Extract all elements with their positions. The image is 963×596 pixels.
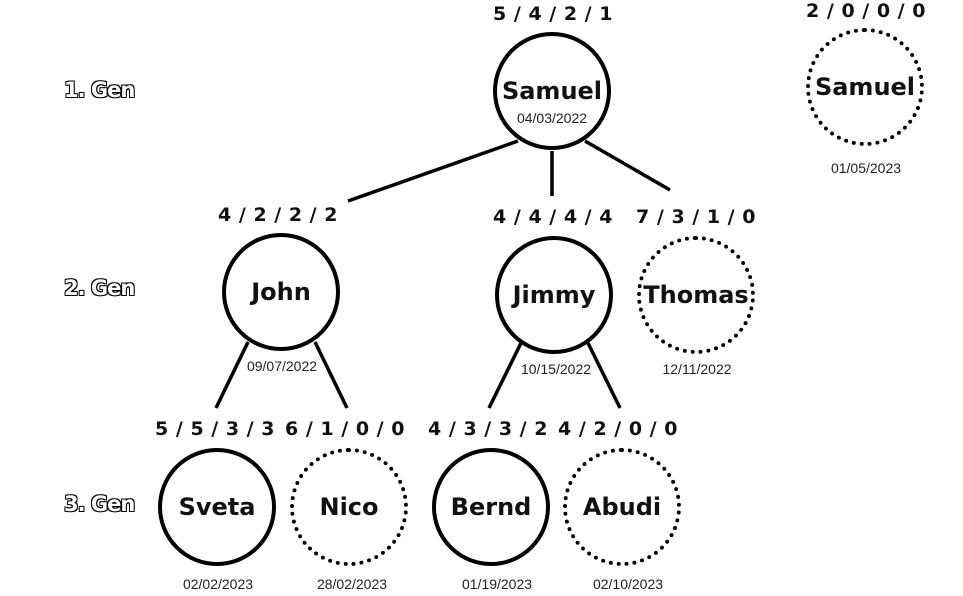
generation-label-2: 2. Gen (63, 275, 136, 300)
node-date-nico: 28/02/2023 (316, 576, 388, 592)
person-node-thomas[interactable]: Thomas (637, 236, 755, 354)
generation-label-3: 3. Gen (63, 491, 136, 516)
node-stats-bernd: 4 / 3 / 3 / 2 (428, 418, 548, 440)
person-node-jimmy[interactable]: Jimmy (495, 236, 613, 354)
edge-samuel-john (347, 139, 519, 203)
node-stats-john: 4 / 2 / 2 / 2 (218, 204, 338, 226)
node-date-sveta: 02/02/2023 (182, 576, 254, 592)
node-date-jimmy: 10/15/2022 (520, 361, 592, 377)
node-stats-samuel-alt: 2 / 0 / 0 / 0 (806, 0, 926, 22)
node-date-thomas: 12/11/2022 (662, 361, 732, 377)
edge-john-nico (313, 341, 349, 409)
generation-label-1: 1. Gen (63, 77, 136, 102)
edge-samuel-thomas (584, 139, 671, 192)
edge-john-sveta (214, 341, 250, 409)
person-node-bernd[interactable]: Bernd (432, 448, 550, 566)
node-date-abudi: 02/10/2023 (592, 576, 664, 592)
node-stats-thomas: 7 / 3 / 1 / 0 (636, 206, 756, 228)
node-stats-nico: 6 / 1 / 0 / 0 (285, 418, 405, 440)
node-stats-abudi: 4 / 2 / 0 / 0 (558, 418, 678, 440)
node-name-thomas: Thomas (643, 281, 749, 309)
node-name-john: John (251, 278, 311, 306)
person-node-samuel[interactable]: Samuel (493, 32, 611, 150)
edge-jimmy-bernd (487, 342, 523, 409)
node-name-samuel-alt: Samuel (814, 73, 916, 101)
node-date-john: 09/07/2022 (246, 358, 318, 374)
node-stats-samuel: 5 / 4 / 2 / 1 (493, 3, 613, 25)
edge-jimmy-abudi (586, 342, 622, 409)
node-name-jimmy: Jimmy (512, 281, 596, 309)
person-node-sveta[interactable]: Sveta (158, 448, 276, 566)
node-name-nico: Nico (319, 493, 379, 521)
node-stats-sveta: 5 / 5 / 3 / 3 (155, 418, 275, 440)
person-node-abudi[interactable]: Abudi (563, 448, 681, 566)
person-node-john[interactable]: John (222, 233, 340, 351)
person-node-samuel-alt[interactable]: Samuel (806, 28, 924, 146)
node-name-abudi: Abudi (582, 493, 662, 521)
node-date-samuel-alt: 01/05/2023 (830, 160, 902, 176)
node-name-samuel: Samuel (501, 77, 603, 105)
node-name-sveta: Sveta (178, 493, 256, 521)
node-name-bernd: Bernd (450, 493, 532, 521)
person-node-nico[interactable]: Nico (290, 448, 408, 566)
node-stats-jimmy: 4 / 4 / 4 / 4 (493, 206, 613, 228)
node-date-bernd: 01/19/2023 (461, 576, 533, 592)
node-date-samuel: 04/03/2022 (516, 110, 588, 126)
